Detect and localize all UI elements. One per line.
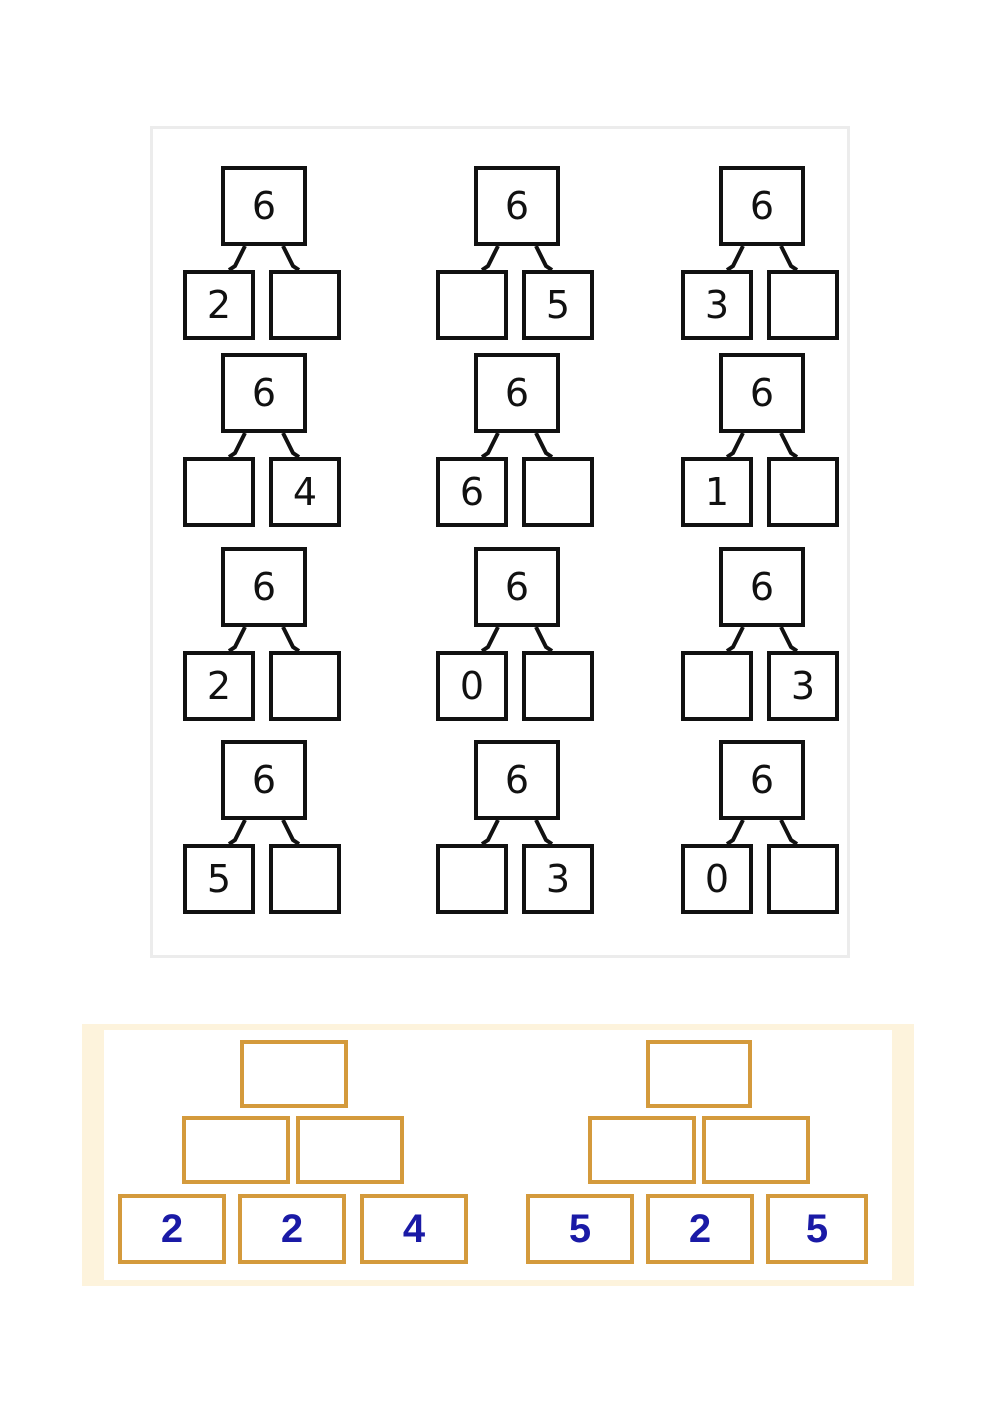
number-bond: 6 3 [681,547,841,721]
bond-whole-box: 6 [221,353,307,433]
number-bond: 6 3 [681,166,841,340]
bond-whole-box: 6 [719,547,805,627]
bond-part-left-box[interactable]: 2 [183,651,255,721]
pyramid-middle-brick[interactable] [588,1116,696,1184]
number-bond: 6 5 [436,166,596,340]
bond-part-left-box[interactable] [436,270,508,340]
bond-part-left-box[interactable]: 6 [436,457,508,527]
number-pyramid-area: 2 2 4 5 2 5 [104,1030,892,1280]
bond-part-right-box[interactable]: 3 [522,844,594,914]
bond-part-left-box[interactable]: 1 [681,457,753,527]
bond-part-right-box[interactable] [767,270,839,340]
number-bond: 6 4 [183,353,343,527]
bond-connector-lines [227,819,301,846]
pyramid-bottom-brick: 2 [646,1194,754,1264]
bond-part-left-box[interactable]: 2 [183,270,255,340]
bond-part-right-box[interactable] [269,270,341,340]
pyramid-bottom-brick: 2 [118,1194,226,1264]
bond-connector-lines [725,626,799,653]
bond-part-left-box[interactable]: 3 [681,270,753,340]
number-bond: 6 3 [436,740,596,914]
bond-connector-lines [227,626,301,653]
pyramid-middle-brick[interactable] [702,1116,810,1184]
number-bond-worksheet: 6 2 6 5 6 3 6 4 6 6 [150,126,850,958]
bond-part-left-box[interactable]: 0 [681,844,753,914]
bond-connector-lines [725,245,799,272]
bond-part-right-box[interactable] [767,457,839,527]
bond-connector-lines [480,819,554,846]
bond-part-left-box[interactable] [436,844,508,914]
bond-part-left-box[interactable]: 5 [183,844,255,914]
pyramid-bottom-brick: 2 [238,1194,346,1264]
bond-part-left-box[interactable] [183,457,255,527]
bond-whole-box: 6 [719,353,805,433]
bond-connector-lines [480,432,554,459]
number-bond: 6 0 [681,740,841,914]
number-bond: 6 2 [183,547,343,721]
number-bond: 6 0 [436,547,596,721]
bond-part-left-box[interactable]: 0 [436,651,508,721]
pyramid-middle-brick[interactable] [182,1116,290,1184]
number-bond: 6 5 [183,740,343,914]
bond-part-right-box[interactable]: 4 [269,457,341,527]
pyramid-bottom-brick: 5 [766,1194,868,1264]
bond-whole-box: 6 [474,353,560,433]
bond-whole-box: 6 [719,166,805,246]
pyramid-top-brick[interactable] [646,1040,752,1108]
number-bond: 6 1 [681,353,841,527]
bond-whole-box: 6 [719,740,805,820]
bond-part-left-box[interactable] [681,651,753,721]
number-bond: 6 2 [183,166,343,340]
bond-connector-lines [227,245,301,272]
bond-part-right-box[interactable] [269,844,341,914]
bond-part-right-box[interactable]: 3 [767,651,839,721]
bond-whole-box: 6 [474,166,560,246]
bond-whole-box: 6 [221,166,307,246]
bond-connector-lines [480,245,554,272]
number-bond: 6 6 [436,353,596,527]
bond-part-right-box[interactable] [522,651,594,721]
bond-whole-box: 6 [221,740,307,820]
bond-whole-box: 6 [221,547,307,627]
number-pyramid-panel: 2 2 4 5 2 5 [82,1024,914,1286]
bond-whole-box: 6 [474,547,560,627]
bond-connector-lines [725,819,799,846]
bond-part-right-box[interactable] [269,651,341,721]
bond-connector-lines [480,626,554,653]
bond-connector-lines [227,432,301,459]
bond-whole-box: 6 [474,740,560,820]
pyramid-bottom-brick: 5 [526,1194,634,1264]
pyramid-bottom-brick: 4 [360,1194,468,1264]
bond-part-right-box[interactable]: 5 [522,270,594,340]
pyramid-middle-brick[interactable] [296,1116,404,1184]
bond-part-right-box[interactable] [522,457,594,527]
bond-connector-lines [725,432,799,459]
pyramid-top-brick[interactable] [240,1040,348,1108]
bond-part-right-box[interactable] [767,844,839,914]
